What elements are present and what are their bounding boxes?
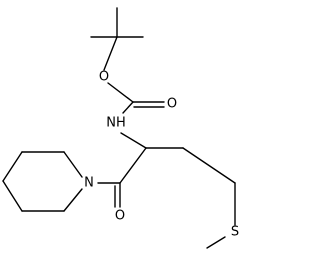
bond-beta-to-gamma-carbon: [182, 147, 236, 184]
carbamate-carbonyl-oxygen-label: O: [167, 97, 177, 112]
sulfur-label: S: [231, 225, 239, 240]
bond-carbonyl-carbon-to-nh: [122, 101, 134, 114]
ether-oxygen-label: O: [99, 70, 109, 85]
bond-piperidine-c3-to-c4: [2, 151, 23, 182]
bond-piperidine-n-to-c2: [63, 151, 83, 178]
chemical-structure-diagram: O O NH N O S: [2, 7, 239, 249]
amide-carbonyl-oxygen-label: O: [115, 209, 125, 224]
bond-piperidine-c6-to-n: [63, 188, 83, 212]
bond-alpha-carbon-to-amide-carbon: [119, 147, 147, 184]
bond-piperidine-c4-to-c5: [2, 180, 23, 212]
bond-sulfur-to-methyl: [206, 236, 226, 249]
piperidine-nitrogen-label: N: [84, 176, 94, 191]
bond-tbutyl-quaternary-to-ether-oxygen: [103, 36, 118, 71]
nh-label: NH: [106, 116, 126, 131]
bond-ether-oxygen-to-carbonyl-carbon: [107, 82, 134, 103]
bond-nh-to-alpha-carbon: [120, 132, 147, 149]
